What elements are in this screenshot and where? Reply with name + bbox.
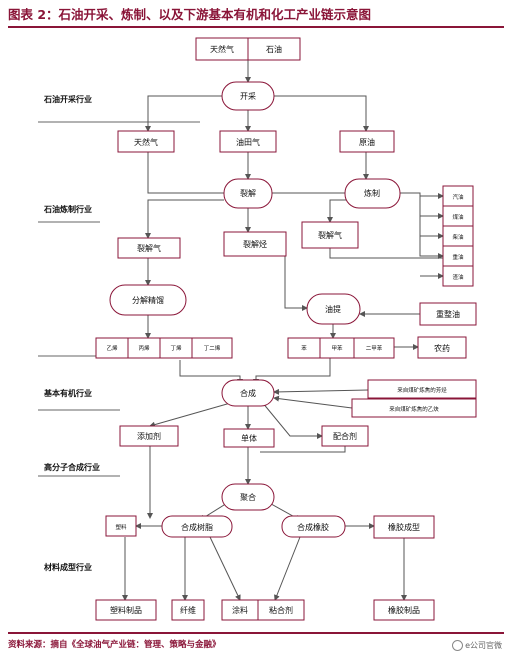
node-cracked-gas-right: [301, 221, 359, 249]
node-refining-label: 炼制: [364, 188, 380, 198]
node-natural-gas: [117, 130, 175, 153]
node-extraction: [221, 81, 275, 111]
node-oilfield-gas-label: 油田气: [236, 137, 260, 147]
node-synthetic-rubber-label: 合成橡胶: [297, 522, 329, 532]
watermark-text: e公司官微: [465, 641, 502, 650]
node-formulation: [321, 425, 369, 447]
node-coating-label: 涂料: [232, 605, 248, 615]
node-rubber-molding: [373, 515, 435, 539]
node-cracked-oil: [223, 231, 287, 257]
node-plastic: [105, 515, 137, 537]
watermark: e公司官微: [452, 640, 502, 651]
section-label-materials: 材料成型行业: [44, 562, 92, 572]
node-kerosene-label: 煤油: [452, 213, 464, 221]
node-crude-oil-label: 原油: [359, 137, 375, 147]
node-crude-oil: [339, 130, 395, 153]
node-ethylene-label: 乙烯: [106, 344, 118, 352]
node-cracked-gas-label: 裂解气: [137, 243, 161, 253]
node-coal-aromatics: [367, 379, 477, 399]
node-plastic-label: 塑料: [115, 523, 127, 531]
node-extraction-label: 开采: [240, 91, 256, 101]
source-note: 资料来源：摘自《全球油气产业链：管理、策略与金融》: [8, 632, 504, 650]
node-toluene-label: 甲苯: [331, 344, 343, 352]
node-xylene-label: 二甲苯: [366, 344, 383, 352]
node-additive-label: 添加剂: [137, 431, 161, 441]
node-fractionation-label: 分解精馏: [132, 295, 164, 305]
node-cracking: [223, 178, 273, 209]
node-diesel-label: 柴油: [452, 233, 464, 241]
node-formulation-label: 配合剂: [333, 431, 357, 441]
node-gasoline-label: 汽油: [452, 193, 464, 201]
node-synthetic-resin-label: 合成树脂: [181, 522, 213, 532]
node-polymerization-label: 聚合: [240, 492, 256, 502]
node-polymerization: [221, 483, 275, 511]
node-heavy-oil-label: 重油: [452, 253, 464, 261]
node-propylene-label: 丙烯: [138, 344, 150, 352]
node-plastic-products-label: 塑料制品: [110, 605, 142, 615]
node-petroleum: [247, 37, 301, 61]
node-coal-ethylene-label: 来自煤矿炼焦的乙炔: [389, 405, 439, 413]
node-extract-oil-label: 油提: [325, 304, 341, 314]
node-fiber-label: 纤维: [180, 605, 196, 615]
node-reforming-oil: [419, 302, 477, 326]
node-cracked-gas-right-label: 裂解气: [318, 230, 342, 240]
aromatics-row: 苯 甲苯 二甲苯: [287, 337, 395, 359]
wechat-icon: [452, 640, 464, 651]
node-cracking-label: 裂解: [240, 188, 256, 198]
olefin-row: 乙烯 丙烯 丁烯 丁二烯: [95, 337, 233, 359]
node-rubber-products-label: 橡胶制品: [388, 605, 420, 615]
section-separators: [38, 121, 200, 477]
node-fractionation: [109, 284, 187, 316]
node-oilfield-gas: [219, 130, 277, 153]
node-adhesive: [257, 599, 305, 621]
node-cracked-oil-label: 裂解烃: [243, 239, 267, 249]
node-synthetic-rubber: [281, 515, 346, 538]
node-butadiene-label: 丁二烯: [204, 344, 221, 352]
node-coal-aromatics-label: 来自煤矿炼焦的芳烃: [397, 386, 447, 394]
section-label-polymer: 高分子合成行业: [44, 462, 100, 472]
node-rubber-products: [373, 599, 435, 621]
node-rubber-molding-label: 橡胶成型: [388, 522, 420, 532]
figure-title: 图表 2：石油开采、炼制、以及下游基本有机和化工产业链示意图: [8, 4, 504, 28]
node-plastic-products: [95, 599, 157, 621]
node-synthetic-resin: [161, 515, 233, 538]
node-natural-gas-label: 天然气: [134, 137, 158, 147]
node-benzene-label: 苯: [301, 344, 307, 352]
node-fiber: [171, 599, 205, 621]
node-natural-gas-top-label: 天然气: [210, 44, 234, 54]
node-coal-ethylene: [351, 398, 477, 418]
node-extract-oil: [306, 293, 361, 325]
node-monomer: [223, 428, 275, 448]
node-residue-label: 渣油: [452, 273, 464, 281]
node-cracked-gas: [117, 237, 181, 259]
node-adhesive-label: 粘合剂: [269, 605, 293, 615]
node-refining: [344, 178, 401, 209]
node-synthesis-label: 合成: [240, 388, 256, 398]
node-residue: [442, 265, 474, 287]
node-synthesis: [221, 379, 275, 407]
node-petroleum-label: 石油: [266, 44, 282, 54]
section-label-basic-organic: 基本有机行业: [43, 388, 92, 398]
node-monomer-label: 单体: [241, 433, 257, 443]
node-reforming-oil-label: 重整油: [436, 309, 460, 319]
connectors: [122, 60, 444, 601]
section-label-oil-extraction: 石油开采行业: [43, 94, 92, 104]
node-butylene-label: 丁烯: [170, 344, 182, 352]
refinery-products: 汽油 煤油 柴油 重油 渣油: [442, 185, 474, 287]
section-label-oil-refining: 石油炼制行业: [43, 204, 92, 214]
node-pesticide: [417, 336, 467, 359]
node-pesticide-label: 农药: [434, 343, 450, 353]
node-additive: [119, 425, 179, 447]
